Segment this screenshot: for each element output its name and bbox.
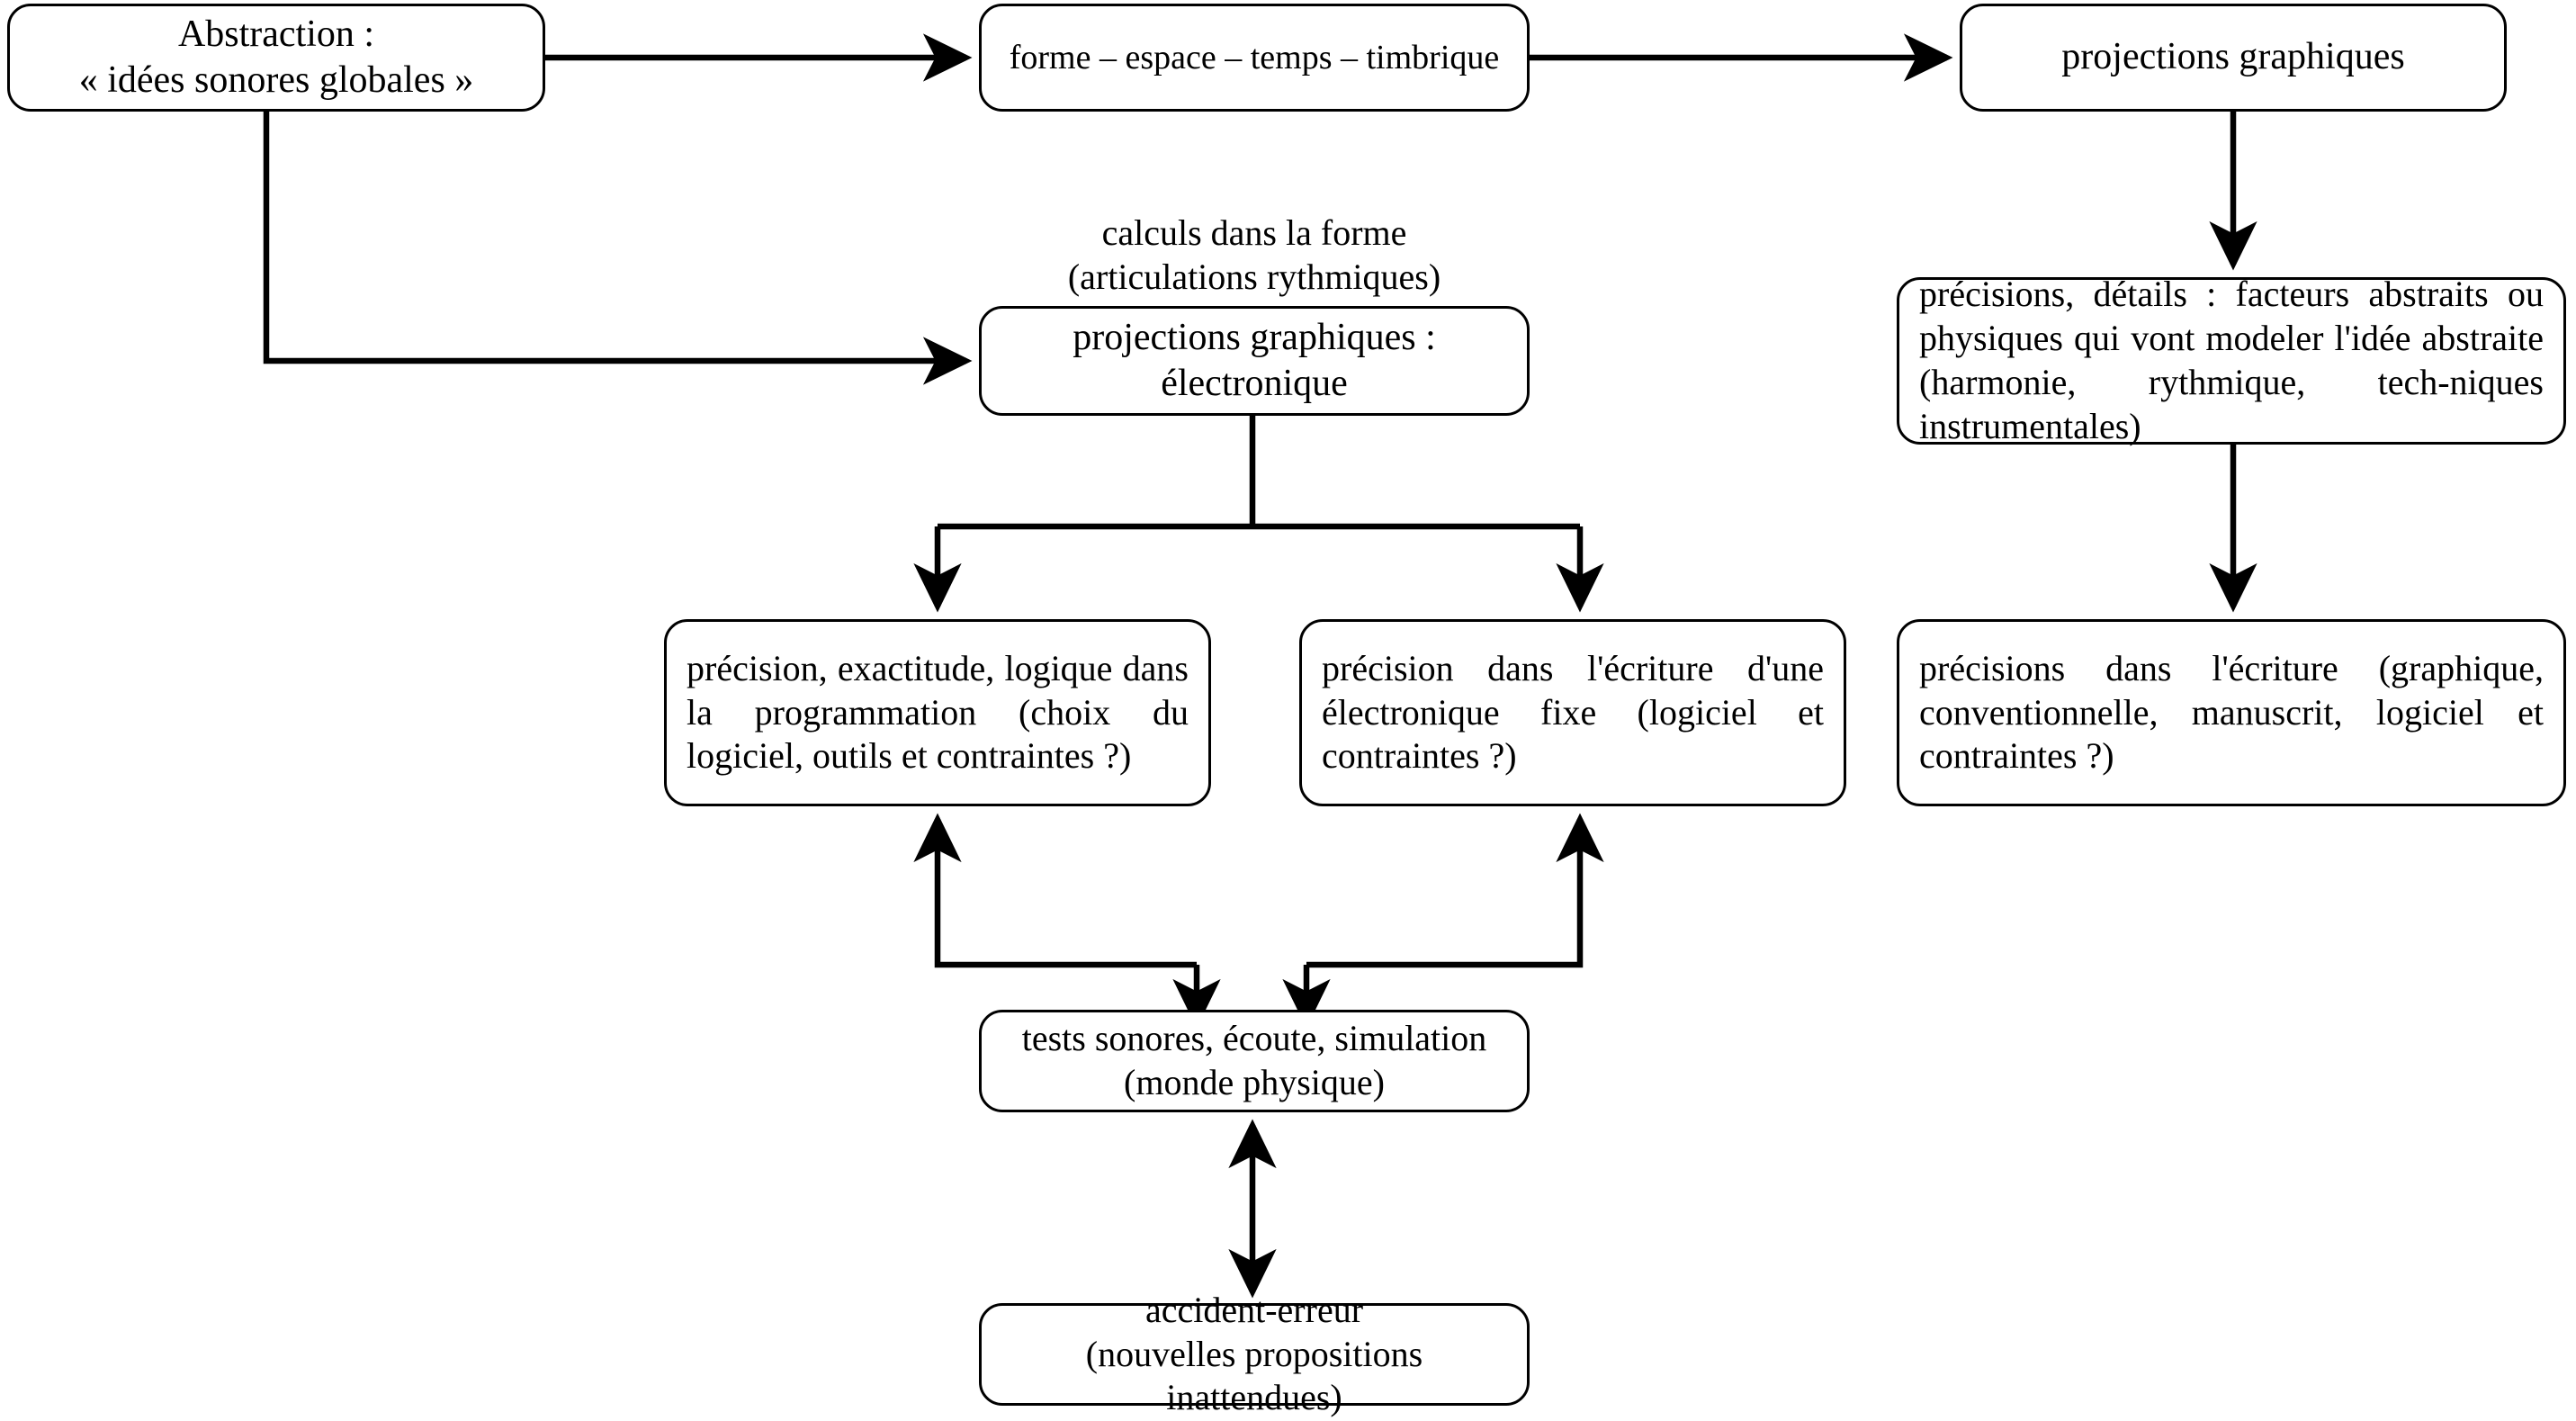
node-abstraction-label: Abstraction : « idées sonores globales » [78, 13, 474, 101]
node-accident-erreur[interactable]: accident-erreur (nouvelles propositions … [979, 1290, 1530, 1417]
node-precision-programmation-label: précision, exactitude, logique dans la p… [687, 647, 1189, 777]
node-forme-espace-temps-timbrique[interactable]: forme – espace – temps – timbrique [979, 4, 1530, 112]
label-calculs-text: calculs dans la forme (articulations ryt… [1067, 211, 1441, 297]
node-projections-electronique-label: projections graphiques : électronique [1073, 316, 1436, 404]
node-precisions-details[interactable]: précisions, détails : facteurs abstraits… [1897, 274, 2566, 446]
node-projections-graphiques[interactable]: projections graphiques [1960, 4, 2507, 112]
node-projections-graphiques-electronique[interactable]: projections graphiques : électronique [979, 306, 1530, 416]
node-accident-erreur-label: accident-erreur (nouvelles propositions … [1085, 1289, 1423, 1418]
node-forme-label: forme – espace – temps – timbrique [1009, 38, 1500, 76]
node-tests-sonores-label: tests sonores, écoute, simulation (monde… [1021, 1018, 1487, 1102]
label-calculs-dans-la-forme: calculs dans la forme (articulations ryt… [979, 167, 1530, 299]
node-precision-programmation[interactable]: précision, exactitude, logique dans la p… [664, 619, 1211, 806]
node-precisions-ecriture[interactable]: précisions dans l'écriture (graphique, c… [1897, 619, 2566, 806]
node-precision-electronique-fixe[interactable]: précision dans l'écriture d'une électron… [1299, 619, 1846, 806]
edge-tests-to-precision-electronique-fixe [1306, 813, 1604, 968]
node-precisions-details-label: précisions, détails : facteurs abstraits… [1919, 274, 2544, 446]
node-tests-sonores[interactable]: tests sonores, écoute, simulation (monde… [979, 1010, 1530, 1112]
node-projections-graphiques-label: projections graphiques [2061, 36, 2405, 78]
node-precisions-ecriture-label: précisions dans l'écriture (graphique, c… [1919, 647, 2544, 777]
node-abstraction[interactable]: Abstraction : « idées sonores globales » [7, 4, 545, 112]
edge-abstraction-to-projections-electronique [263, 112, 973, 385]
node-precision-electronique-fixe-label: précision dans l'écriture d'une électron… [1322, 647, 1824, 777]
edge-tests-to-precision-programmation [913, 813, 1197, 968]
